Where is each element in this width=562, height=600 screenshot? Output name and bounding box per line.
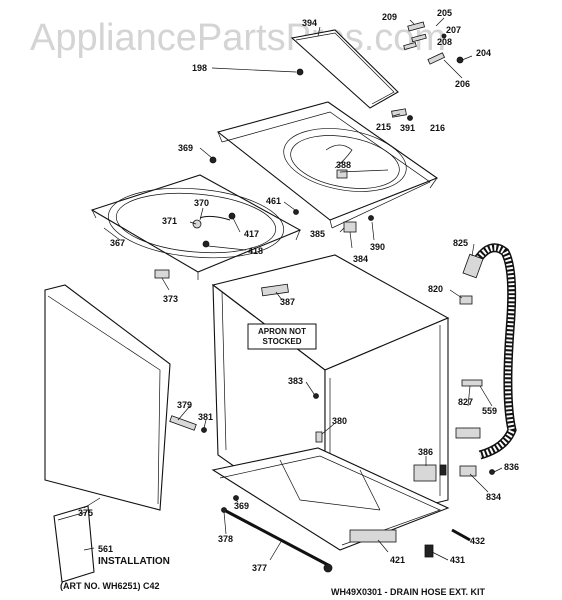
callout-216: 216 [430, 123, 445, 133]
bracket-386-tab [439, 464, 447, 476]
callout-209: 209 [382, 12, 397, 22]
clip-387 [261, 283, 289, 297]
installation-label: INSTALLATION [98, 556, 170, 567]
callout-198: 198 [192, 63, 207, 73]
callout-825: 825 [453, 238, 468, 248]
callout-827: 827 [458, 397, 473, 407]
lid-bumper-198 [296, 68, 304, 76]
part-callouts: 394 209 205 207 208 204 198 206 215 391 … [78, 8, 519, 573]
screw-461 [293, 209, 299, 215]
front-panel [44, 284, 171, 511]
callout-205: 205 [437, 8, 452, 18]
hose-clamp-559 [461, 379, 483, 387]
callout-204: 204 [476, 48, 491, 58]
callout-836: 836 [504, 462, 519, 472]
drain-hose [462, 243, 517, 460]
callout-391: 391 [400, 123, 415, 133]
callout-370: 370 [194, 198, 209, 208]
clip-390 [368, 215, 374, 221]
callout-367: 367 [110, 238, 125, 248]
screw-369b [233, 495, 239, 501]
callout-394: 394 [302, 18, 317, 28]
hose-clip-820 [459, 295, 473, 305]
watermark-text: AppliancePartsPros.com [30, 17, 446, 59]
bracket-385 [343, 221, 357, 233]
callout-390: 390 [370, 242, 385, 252]
callout-377: 377 [252, 563, 267, 573]
callout-369-top: 369 [178, 143, 193, 153]
callout-386: 386 [418, 447, 433, 457]
base-pad-421 [349, 529, 397, 543]
callout-208: 208 [437, 37, 452, 47]
callout-207: 207 [446, 25, 461, 35]
callout-417: 417 [244, 229, 259, 239]
callout-215: 215 [376, 122, 391, 132]
callout-381: 381 [198, 412, 213, 422]
pump-bracket-386 [413, 464, 437, 482]
screw-836 [489, 469, 495, 475]
leader-lines [83, 17, 503, 561]
callout-378: 378 [218, 534, 233, 544]
apron-note-line-2: STOCKED [263, 337, 302, 346]
callout-561: 561 [98, 544, 113, 554]
screw-378 [221, 507, 227, 513]
callout-371: 371 [162, 216, 177, 226]
callout-432: 432 [470, 536, 485, 546]
callout-388: 388 [336, 160, 351, 170]
washer-lid [290, 29, 399, 109]
hose-connector-827 [455, 427, 481, 439]
rod-end [323, 563, 333, 573]
apron-note: APRON NOT STOCKED [247, 323, 317, 350]
suspension-rod-370 [192, 212, 236, 248]
callout-387: 387 [280, 297, 295, 307]
screw-381 [201, 427, 207, 433]
callout-834: 834 [486, 492, 501, 502]
hinge-hardware [403, 21, 464, 65]
art-number: (ART NO. WH6251) C42 [60, 581, 160, 591]
base-frame [211, 447, 450, 551]
top-cover [216, 101, 439, 229]
callout-206: 206 [455, 79, 470, 89]
callout-380: 380 [332, 416, 347, 426]
leg-431 [424, 544, 434, 558]
callout-820: 820 [428, 284, 443, 294]
callout-418: 418 [248, 246, 263, 256]
callout-421: 421 [390, 555, 405, 565]
drain-hose-kit-note: WH49X0301 - DRAIN HOSE EXT. KIT [331, 587, 486, 597]
clip-379 [169, 415, 197, 431]
leveling-rod-377 [223, 508, 331, 568]
callout-383: 383 [288, 376, 303, 386]
callout-559: 559 [482, 406, 497, 416]
hose-bracket-834 [459, 465, 477, 477]
callout-369-bottom: 369 [234, 501, 249, 511]
callout-431: 431 [450, 555, 465, 565]
installation-booklet [53, 505, 95, 583]
callout-373: 373 [163, 294, 178, 304]
callout-384: 384 [353, 254, 368, 264]
pad-373 [154, 269, 170, 279]
callout-379: 379 [177, 400, 192, 410]
clip-380 [315, 431, 323, 443]
apron-note-line-1: APRON NOT [258, 327, 306, 336]
callout-385: 385 [310, 229, 325, 239]
screw-369 [209, 156, 217, 164]
screw-383 [313, 393, 319, 399]
callout-375: 375 [78, 508, 93, 518]
callout-461: 461 [266, 196, 281, 206]
